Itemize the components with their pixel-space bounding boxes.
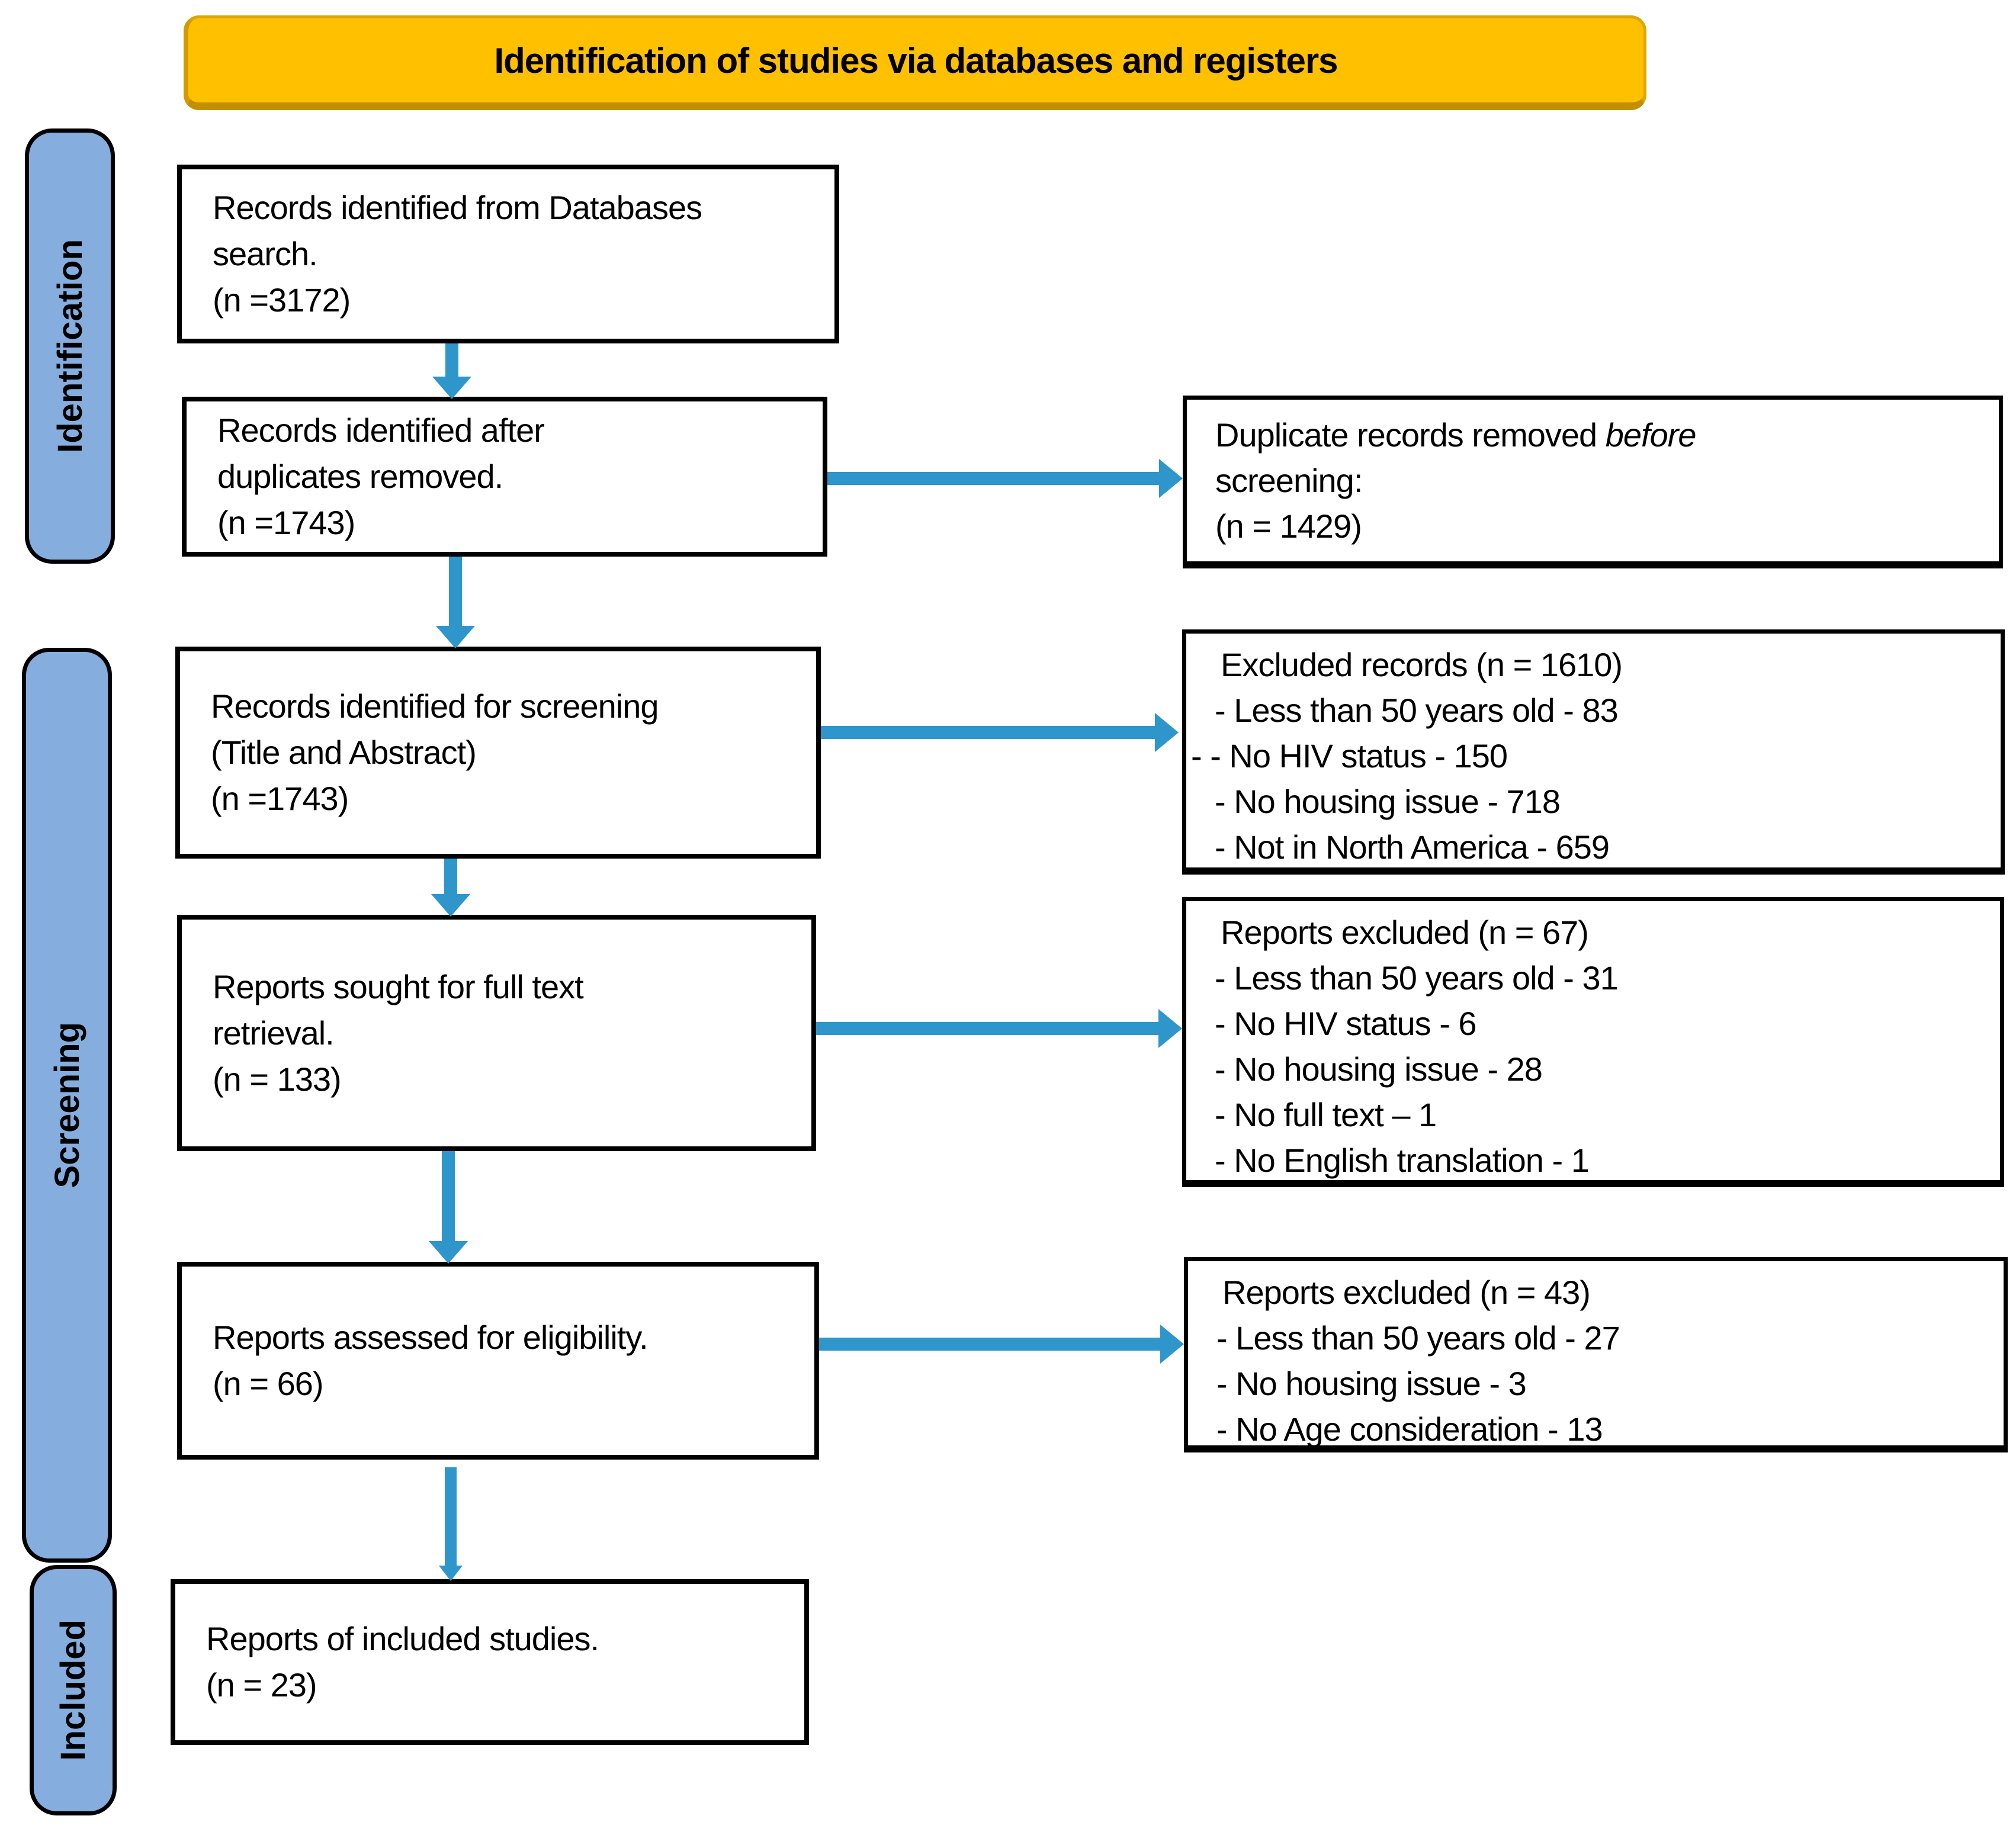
box-line: (n =1743) xyxy=(217,504,355,541)
box-line: (n = 66) xyxy=(213,1365,324,1402)
stage-tab-identification-label: Identification xyxy=(50,239,89,453)
box-line: - No English translation - 1 xyxy=(1215,1142,1590,1179)
italic-word: before xyxy=(1605,416,1697,454)
stage-tab-included: Included xyxy=(30,1565,117,1815)
right-arrow-3 xyxy=(816,1009,1182,1048)
box-line: - - No HIV status - 150 xyxy=(1191,737,1508,775)
box-line: Excluded records (n = 1610) xyxy=(1221,646,1623,683)
down-arrow-3 xyxy=(431,859,470,917)
box-line: (n =3172) xyxy=(213,281,351,319)
box-line: (n = 23) xyxy=(206,1666,317,1704)
right-arrow-1 xyxy=(827,459,1183,498)
box-line: Reports of included studies. xyxy=(206,1620,599,1657)
stage-tab-screening: Screening xyxy=(22,648,112,1563)
box-line: retrieval. xyxy=(213,1014,335,1052)
box-line: - No housing issue - 718 xyxy=(1215,783,1561,820)
stage-tab-included-label: Included xyxy=(54,1619,92,1761)
box-line: (n = 133) xyxy=(213,1060,342,1098)
box-line: Reports excluded (n = 67) xyxy=(1221,914,1589,951)
box-records-after-duplicates: Records identified after duplicates remo… xyxy=(182,397,827,557)
box-line: - No housing issue - 3 xyxy=(1216,1365,1527,1402)
down-arrow-2 xyxy=(436,557,475,648)
box-line: - No HIV status - 6 xyxy=(1215,1005,1477,1042)
box-line: Reports excluded (n = 43) xyxy=(1222,1274,1591,1311)
down-arrow-5 xyxy=(431,1467,470,1581)
box-line: Records identified for screening xyxy=(211,687,659,725)
box-line: - Not in North America - 659 xyxy=(1215,828,1610,866)
right-arrow-4 xyxy=(819,1325,1184,1364)
box-line: - No full text – 1 xyxy=(1215,1096,1437,1133)
box-line: (n = 1429) xyxy=(1215,507,1362,545)
box-line: Reports assessed for eligibility. xyxy=(213,1319,649,1356)
box-line: (Title and Abstract) xyxy=(211,734,477,771)
box-line: - Less than 50 years old - 31 xyxy=(1215,959,1619,997)
box-duplicates-removed: Duplicate records removed before screeni… xyxy=(1183,396,2003,568)
box-line: Records identified after xyxy=(217,412,545,449)
box-reports-excluded-43: Reports excluded (n = 43) - Less than 50… xyxy=(1184,1257,2008,1452)
box-reports-included: Reports of included studies. (n = 23) xyxy=(171,1579,809,1745)
box-line: Records identified from Databases xyxy=(213,189,702,226)
box-line: (n =1743) xyxy=(211,780,349,817)
box-reports-full-text: Reports sought for full text retrieval. … xyxy=(177,915,816,1151)
diagram-title-banner: Identification of studies via databases … xyxy=(184,15,1646,110)
box-line: - No housing issue - 28 xyxy=(1215,1050,1543,1088)
stage-tab-screening-label: Screening xyxy=(47,1022,86,1188)
box-line: - Less than 50 years old - 83 xyxy=(1215,692,1619,729)
box-line: - No Age consideration - 13 xyxy=(1216,1410,1603,1448)
box-line: Reports sought for full text xyxy=(213,968,584,1005)
box-line: search. xyxy=(213,235,318,272)
box-excluded-records: Excluded records (n = 1610) - Less than … xyxy=(1182,629,2005,875)
box-line: screening: xyxy=(1215,462,1363,499)
box-reports-excluded-67: Reports excluded (n = 67) - Less than 50… xyxy=(1182,897,2004,1187)
box-records-identified-databases: Records identified from Databases search… xyxy=(177,165,839,343)
diagram-title: Identification of studies via databases … xyxy=(494,40,1338,81)
down-arrow-4 xyxy=(429,1151,468,1264)
box-reports-eligibility: Reports assessed for eligibility. (n = 6… xyxy=(177,1262,819,1460)
box-records-for-screening: Records identified for screening (Title … xyxy=(175,647,821,859)
box-line: duplicates removed. xyxy=(217,458,503,495)
right-arrow-2 xyxy=(821,713,1179,752)
stage-tab-identification: Identification xyxy=(25,128,115,564)
down-arrow-1 xyxy=(432,343,471,399)
box-line: Duplicate records removed before xyxy=(1215,416,1697,454)
box-line: - Less than 50 years old - 27 xyxy=(1216,1319,1620,1357)
